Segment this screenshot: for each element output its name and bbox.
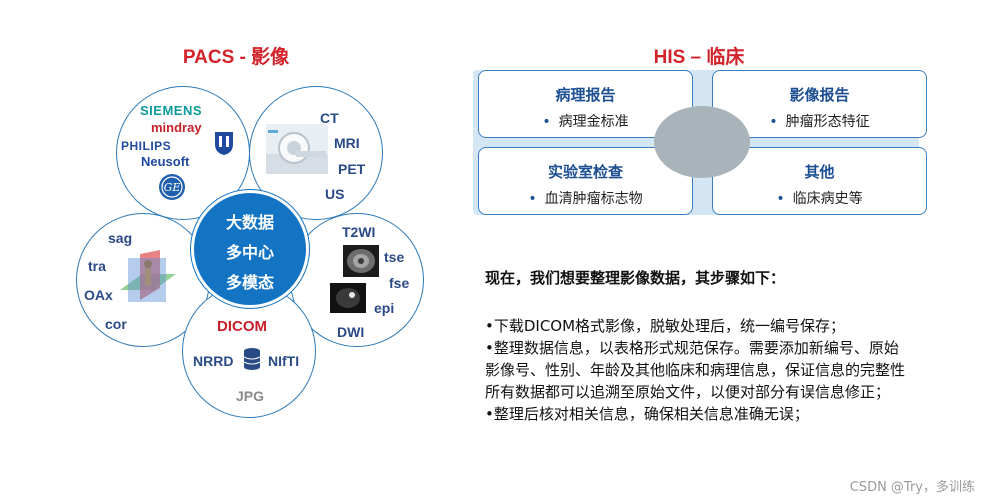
bullet-dot: • [769,114,778,130]
steps-list: •下载DICOM格式影像，脱敏处理后，统一编号保存； •整理数据信息，以表格形式… [485,315,910,425]
bullet-dot: • [528,191,537,207]
his-center-oval [654,106,750,178]
anatomical-planes-icon [120,250,176,302]
vendor-mindray-logo: mindray [151,120,202,135]
bullet-dot: • [776,191,785,207]
plane-cor: cor [105,316,127,332]
modality-pet: PET [338,161,366,177]
center-line-multi-center: 多中心 [225,243,274,262]
his-box-item-text: 临床病史等 [792,191,863,207]
his-box-item: • 病理金标准 [479,111,692,131]
modality-ct: CT [320,110,339,126]
his-box-title: 病理报告 [555,86,616,104]
steps-heading: 现在，我们想要整理影像数据，其步骤如下： [485,269,786,287]
ge-logo-icon: GE [159,174,185,200]
his-title: HIS – 临床 [653,47,745,68]
svg-text:GE: GE [164,181,181,194]
his-box-item: • 肿瘤形态特征 [713,111,926,131]
step-item: •下载DICOM格式影像，脱敏处理后，统一编号保存； [485,317,846,335]
center-line-big-data: 大数据 [225,213,274,232]
vendor-philips-logo: PHILIPS [121,139,172,153]
step-item: •整理后核对相关信息，确保相关信息准确无误； [485,405,809,423]
his-box-title: 影像报告 [789,86,850,104]
his-box-other: 其他 • 临床病史等 [712,147,927,215]
center-hub: 大数据 多中心 多模态 [191,190,309,308]
sequence-fse: fse [389,275,410,291]
pacs-title: PACS - 影像 [182,47,290,68]
vendor-neusoft-logo: Neusoft [141,154,190,169]
sequence-t2wi: T2WI [342,224,376,240]
plane-tra: tra [88,258,106,274]
sequence-dwi: DWI [337,324,365,340]
mri-slice-image-icon [343,245,379,277]
his-box-item: • 血清肿瘤标志物 [479,188,692,208]
sequences-circle [290,213,424,347]
center-line-multi-modal: 多模态 [225,273,274,292]
format-dicom: DICOM [217,318,267,335]
step-item: •整理数据信息，以表格形式规范保存。需要添加新编号、原始影像号、性别、年龄及其他… [485,339,906,401]
his-box-imaging-report: 影像报告 • 肿瘤形态特征 [712,70,927,138]
his-box-item-text: 肿瘤形态特征 [785,114,870,130]
plane-oax: OAx [84,287,113,303]
database-icon [243,348,261,370]
his-box-item-text: 病理金标准 [558,114,629,130]
modality-mri: MRI [334,135,360,151]
vendor-siemens-logo: SIEMENS [140,103,203,118]
modality-us: US [325,186,345,202]
sequence-tse: tse [384,249,405,265]
watermark: CSDN @Try，多训练 [849,480,975,495]
his-box-title: 实验室检查 [547,163,623,181]
his-box-lab-test: 实验室检查 • 血清肿瘤标志物 [478,147,693,215]
his-box-title: 其他 [804,163,835,181]
dwi-slice-image-icon [330,283,366,313]
philips-shield-icon [215,132,233,155]
format-nifti: NIfTI [268,353,300,369]
format-nrrd: NRRD [193,353,234,369]
format-jpg: JPG [236,388,265,404]
sequence-epi: epi [374,300,395,316]
scanner-image-icon [266,124,328,174]
bullet-dot: • [542,114,551,130]
his-box-item-text: 血清肿瘤标志物 [544,191,643,207]
plane-sag: sag [108,230,133,246]
his-box-item: • 临床病史等 [713,188,926,208]
